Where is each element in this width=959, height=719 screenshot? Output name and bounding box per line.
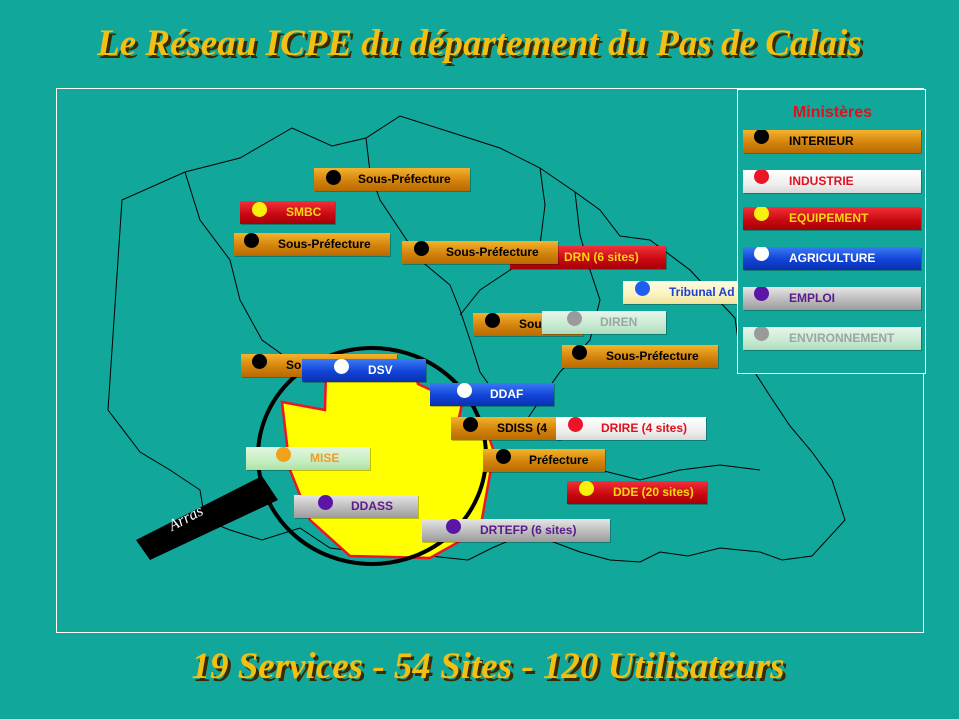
service-dot (334, 359, 349, 374)
service-dot (579, 481, 594, 496)
service-label: DRN (6 sites) (564, 250, 639, 264)
service-dot (485, 313, 500, 328)
service-label: DIREN (600, 315, 638, 329)
service-label: Tribunal Ad (669, 285, 735, 299)
service-chip-prefecture: Préfecture (483, 449, 605, 472)
legend-label: ENVIRONNEMENT (789, 331, 895, 345)
legend-item-agriculture: AGRICULTURE (743, 247, 921, 270)
service-chip-drire: DRIRE (4 sites) (556, 417, 706, 440)
service-dot (635, 281, 650, 296)
service-chip-dde: DDE (20 sites) (567, 481, 707, 504)
legend-item-interieur: INTERIEUR (743, 130, 921, 153)
legend-title: Ministères (792, 104, 873, 121)
service-dot (572, 345, 587, 360)
service-chip-sous-prefecture: Sous-Préfecture (402, 241, 558, 264)
legend-item-environnement: ENVIRONNEMENT (743, 327, 921, 350)
legend-item-emploi: EMPLOI (743, 287, 921, 310)
service-label: SDISS (4 (497, 421, 548, 435)
legend-dot (754, 207, 769, 221)
service-dot (252, 202, 267, 217)
legend-dot (754, 170, 769, 184)
service-chip-sdiss: SDISS (4 (451, 417, 561, 440)
service-label: SMBC (286, 205, 322, 219)
service-dot (457, 383, 472, 398)
service-label: DDASS (351, 499, 394, 513)
legend-item-equipement: EQUIPEMENT (743, 207, 921, 230)
legend-label: AGRICULTURE (789, 251, 876, 265)
legend-label: INTERIEUR (789, 134, 854, 148)
service-label: MISE (310, 451, 340, 465)
service-label: DDE (20 sites) (613, 485, 694, 499)
legend-panel: Ministères INTERIEUR INDUSTRIE EQUIPEMEN… (737, 89, 926, 374)
service-dot (446, 519, 461, 534)
service-chip-mise: MISE (246, 447, 370, 470)
service-chip-ddass: DDASS (294, 495, 418, 518)
service-label: So (286, 358, 302, 372)
service-label: Sous-Préfecture (278, 237, 371, 251)
service-dot (463, 417, 478, 432)
legend-item-industrie: INDUSTRIE (743, 170, 921, 193)
service-label: Sous-Préfecture (446, 245, 539, 259)
page-title: Le Réseau ICPE du département du Pas de … (97, 23, 862, 64)
legend-dot (754, 130, 769, 144)
footer-summary: 19 Services - 54 Sites - 120 Utilisateur… (191, 646, 785, 687)
service-label: DRTEFP (6 sites) (480, 523, 577, 537)
service-chip-sous-prefecture: Sous-Préfecture (562, 345, 718, 368)
service-dot (276, 447, 291, 462)
service-label: Sous-Préfecture (606, 349, 699, 363)
legend-label: EQUIPEMENT (789, 211, 869, 225)
magnifier-handle (136, 476, 278, 560)
service-dot (318, 495, 333, 510)
service-chip-dsv: DSV (302, 359, 426, 382)
legend-dot (754, 247, 769, 261)
service-dot (567, 311, 582, 326)
service-chip-ddaf: DDAF (430, 383, 554, 406)
service-chip-sous-prefecture: Sous-Préfecture (314, 168, 470, 191)
service-dot (244, 233, 259, 248)
service-dot (414, 241, 429, 256)
service-dot (326, 170, 341, 185)
service-chip-smbc: SMBC (240, 201, 335, 224)
legend-label: EMPLOI (789, 291, 836, 305)
service-label: DDAF (490, 387, 524, 401)
legend-dot (754, 287, 769, 301)
service-label: DSV (368, 363, 393, 377)
service-label: Sou (519, 317, 542, 331)
department-outline (107, 115, 846, 563)
service-chip-drtefp: DRTEFP (6 sites) (422, 519, 610, 542)
legend-label: INDUSTRIE (789, 174, 854, 188)
legend-dot (754, 327, 769, 341)
service-dot (252, 354, 267, 369)
service-label: DRIRE (4 sites) (601, 421, 688, 435)
service-label: Préfecture (529, 453, 589, 467)
service-dot (496, 449, 511, 464)
service-chip-diren: DIREN (542, 311, 666, 334)
service-dot (568, 417, 583, 432)
service-label: Sous-Préfecture (358, 172, 451, 186)
service-chip-sous-prefecture: Sous-Préfecture (234, 233, 390, 256)
